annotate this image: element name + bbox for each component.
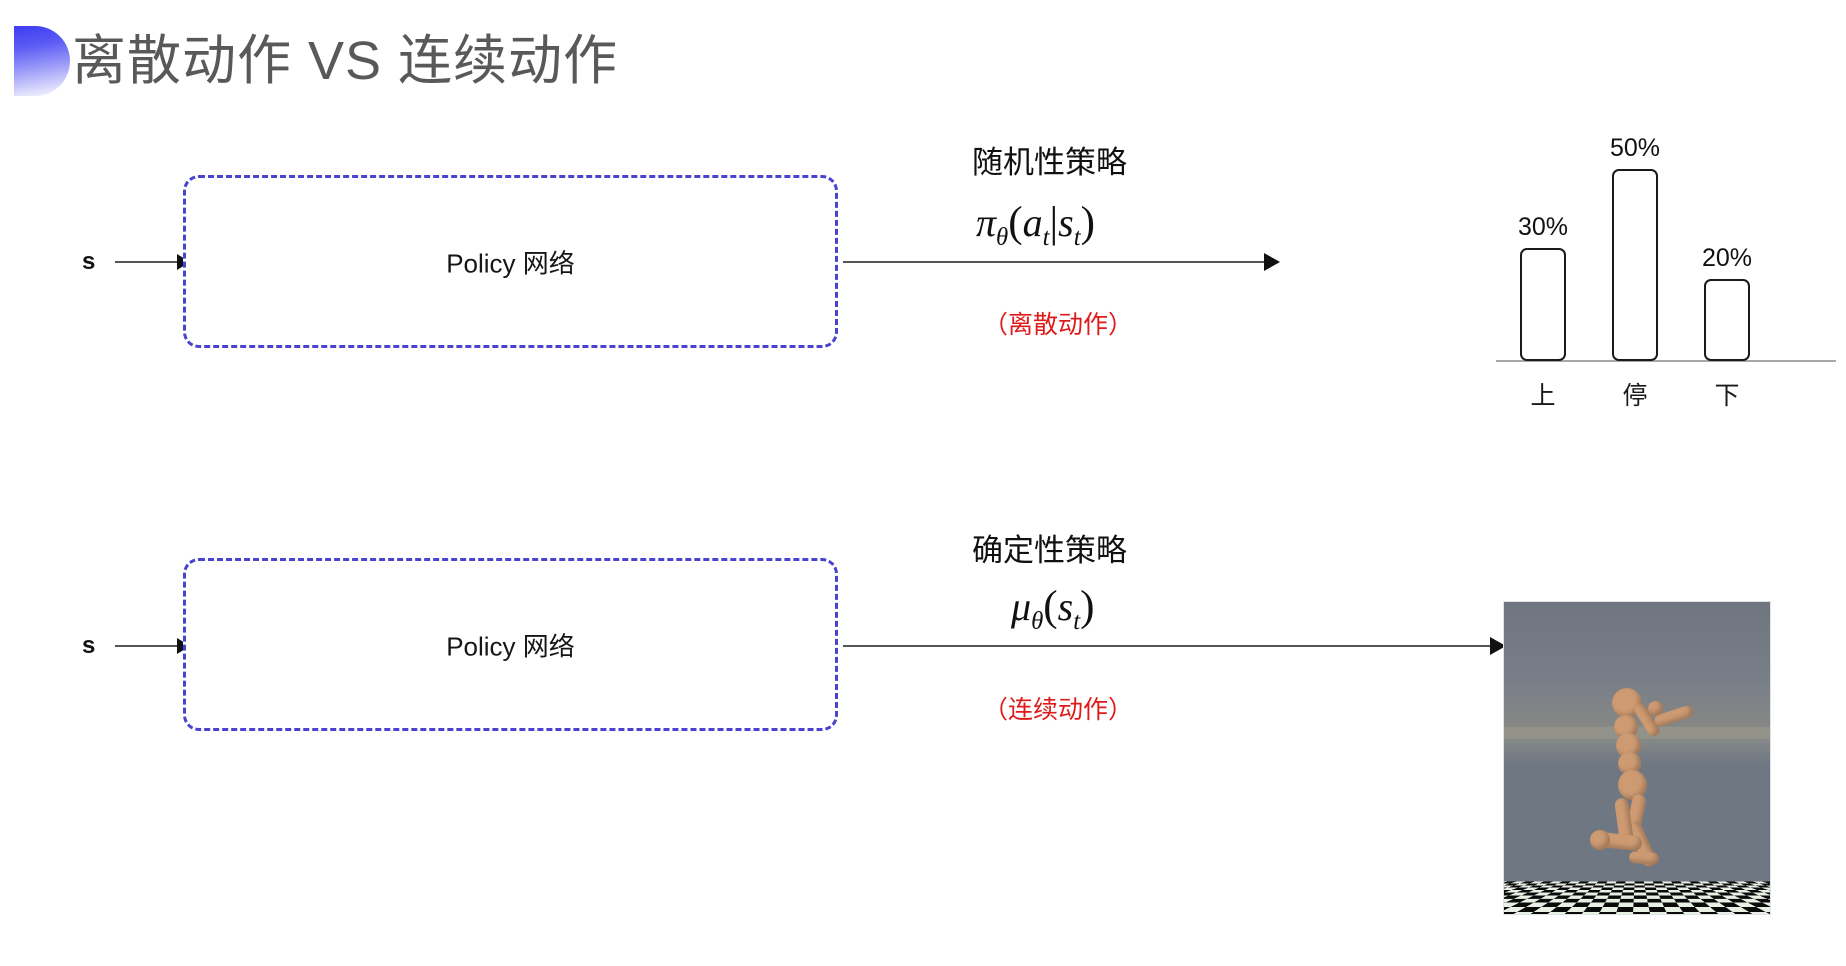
chart-baseline [1496, 360, 1836, 362]
formula-arg-s: s [1058, 200, 1074, 245]
input-arrow-continuous [115, 645, 187, 647]
output-arrow-continuous [843, 645, 1503, 647]
sim-checkerboard-floor [1504, 881, 1770, 914]
humanoid-simulation-image [1503, 601, 1771, 915]
humanoid-knee-back [1590, 830, 1610, 850]
formula-sub-t-1: t [1042, 224, 1050, 251]
chart-bars: 30% 50% 20% [1517, 116, 1753, 361]
bar-column: 30% [1517, 213, 1569, 361]
policy-box-label-continuous: Policy 网络 [446, 631, 575, 661]
page-title: 离散动作 VS 连续动作 [72, 31, 619, 91]
chart-x-tick: 上 [1530, 382, 1556, 410]
policy-box-continuous[interactable]: Policy 网络 [183, 558, 838, 731]
formula-open-paren: ( [1008, 199, 1023, 246]
bar-value-label: 20% [1701, 244, 1753, 272]
formula-arg-s: s [1057, 584, 1074, 629]
annotation-note-continuous: （连续动作） [983, 696, 1134, 724]
chart-x-tick: 下 [1714, 382, 1740, 410]
chart-x-axis-labels: 上 停 下 [1520, 376, 1750, 412]
humanoid-abdomen [1618, 752, 1641, 775]
annotation-formula-deterministic: μθ(st) [1011, 582, 1095, 636]
bar-chart-discrete-actions: 30% 50% 20% 上 停 下 [1496, 100, 1836, 420]
annotation-note-discrete: （离散动作） [983, 311, 1134, 339]
bar-column: 20% [1701, 244, 1753, 361]
formula-symbol-pi: π [976, 200, 997, 245]
bar-column: 50% [1609, 134, 1661, 361]
policy-box-label-discrete: Policy 网络 [446, 248, 575, 278]
input-label-continuous: s [82, 632, 96, 659]
formula-close-paren: ) [1080, 199, 1096, 246]
annotation-heading-deterministic: 确定性策略 [972, 533, 1127, 568]
policy-box-discrete[interactable]: Policy 网络 [183, 175, 838, 348]
title-decoration-icon [14, 26, 70, 96]
formula-sub-theta: θ [1031, 608, 1044, 635]
sim-sky [1504, 602, 1770, 740]
formula-arg-a: a [1022, 200, 1043, 245]
bar-value-label: 30% [1517, 213, 1569, 241]
formula-sub-t: t [1073, 608, 1081, 635]
formula-sub-t-2: t [1073, 224, 1081, 251]
humanoid-foot [1628, 850, 1660, 866]
bar-rect [1520, 248, 1566, 361]
annotation-formula-stochastic: πθ(at|st) [976, 198, 1095, 252]
bar-rect [1704, 279, 1750, 361]
chart-x-tick: 停 [1622, 382, 1648, 410]
bar-value-label: 50% [1609, 134, 1661, 162]
formula-sub-theta: θ [996, 224, 1009, 251]
bar-rect [1612, 169, 1658, 361]
output-arrow-discrete [843, 261, 1277, 263]
humanoid-hand [1648, 701, 1663, 716]
input-arrow-discrete [115, 261, 187, 263]
formula-divider: | [1049, 199, 1059, 246]
annotation-heading-stochastic: 随机性策略 [972, 145, 1127, 180]
formula-open-paren: ( [1043, 583, 1058, 630]
formula-symbol-mu: μ [1011, 584, 1032, 629]
formula-close-paren: ) [1080, 583, 1095, 630]
input-label-discrete: s [82, 248, 96, 275]
